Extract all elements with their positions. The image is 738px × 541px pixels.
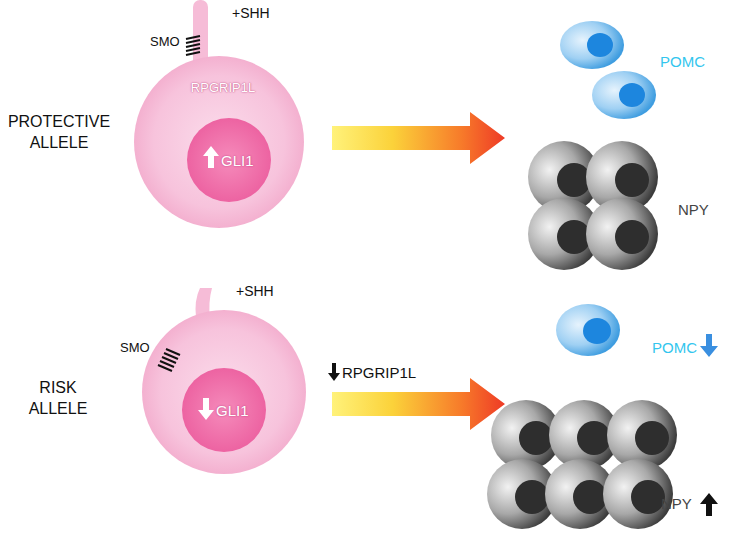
npy-neurons — [528, 141, 658, 270]
cell-type-label: NPY — [678, 200, 709, 220]
cell-nucleus: GLI1 — [182, 368, 266, 452]
gene-label: GLI1 — [221, 152, 254, 169]
down-arrow — [700, 334, 718, 357]
up-arrow — [700, 493, 718, 516]
receptor-label: SMO — [150, 34, 180, 51]
gene-label: RPGRIP1L — [342, 363, 416, 383]
up-arrow — [203, 146, 219, 168]
allele-label: RISK ALLELE — [18, 378, 98, 420]
gradient-arrow — [332, 378, 505, 430]
down-arrow — [328, 363, 340, 381]
down-arrow — [198, 398, 214, 420]
protein-label: RPGRIP1L — [191, 80, 255, 95]
gene-label: GLI1 — [216, 402, 249, 419]
cell-type-label: POMC — [660, 52, 705, 72]
npy-neurons — [487, 400, 677, 529]
ligand-label: +SHH — [236, 282, 274, 300]
cell-body — [142, 310, 306, 474]
ligand-label: +SHH — [232, 4, 270, 22]
gradient-arrow — [332, 112, 505, 164]
smo-receptor — [158, 349, 180, 371]
cell-type-label: NPY — [661, 494, 692, 514]
allele-label: PROTECTIVE ALLELE — [4, 112, 114, 154]
pomc-neurons — [560, 21, 656, 119]
receptor-label: SMO — [120, 340, 150, 357]
smo-receptor — [186, 36, 200, 55]
pomc-neuron — [556, 304, 620, 356]
cell-type-label: POMC — [652, 338, 697, 358]
cell-body: RPGRIP1L GLI1 — [134, 56, 304, 228]
cell-nucleus: GLI1 — [187, 118, 271, 202]
